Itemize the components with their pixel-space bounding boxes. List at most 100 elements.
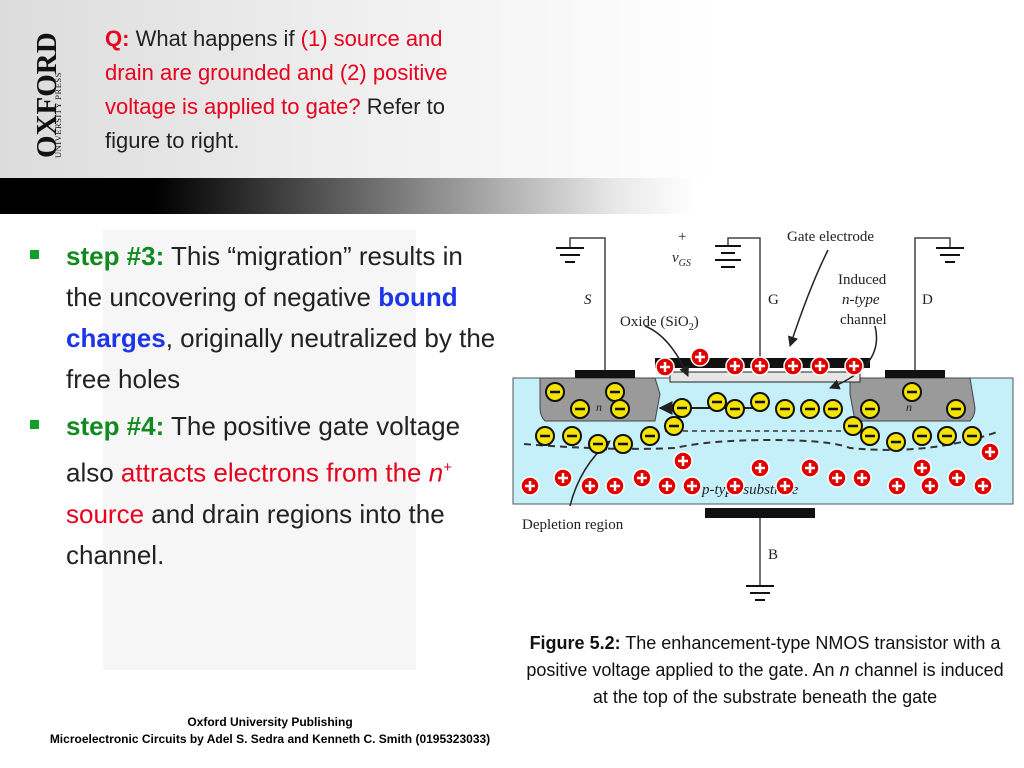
question-lead: What happens if: [129, 26, 301, 51]
positive-charge-icon: [887, 476, 907, 496]
negative-charge-icon: [912, 426, 932, 446]
negative-charge-icon: [750, 392, 770, 412]
question-tail: Refer to figure to right.: [105, 94, 446, 153]
n-type-label: n-type: [842, 292, 880, 308]
positive-charge-icon: [553, 468, 573, 488]
bullet-marker: [30, 250, 39, 259]
positive-charge-icon: [655, 357, 675, 377]
positive-charge-icon: [750, 356, 770, 376]
drain-ground-icon: [936, 247, 964, 263]
header-band-step: [0, 206, 155, 214]
logo-brand: OXFORD: [31, 32, 63, 158]
bullet-red-italic: n: [428, 457, 444, 488]
source-ground-icon: [556, 247, 584, 263]
positive-charge-icon: [520, 476, 540, 496]
positive-charge-icon: [947, 468, 967, 488]
negative-charge-icon: [860, 399, 880, 419]
bullet-highlight: bound charges: [66, 282, 458, 353]
negative-charge-icon: [725, 399, 745, 419]
oxide-label: Oxide (SiO2): [620, 314, 699, 333]
header-band: [0, 178, 1024, 214]
source-n-label: n: [596, 400, 602, 414]
positive-charge-icon: [580, 476, 600, 496]
gate-electrode-label: Gate electrode: [787, 229, 874, 245]
positive-charge-icon: [632, 468, 652, 488]
bullet-text: , originally neutralized by the free hol…: [66, 323, 496, 394]
plus-label: +: [678, 229, 686, 245]
negative-charge-icon: [613, 434, 633, 454]
figure-caption: Figure 5.2: The enhancement-type NMOS tr…: [520, 630, 1010, 711]
question-red: (1) source and drain are grounded and (2…: [105, 26, 448, 119]
bullet-step-3: step #3: This “migration” results in the…: [30, 236, 500, 400]
body-ground-icon: [746, 585, 774, 601]
background-watermark-image: [103, 230, 416, 670]
gate-electrode-arrow: [788, 249, 829, 347]
negative-charge-icon: [962, 426, 982, 446]
negative-charge-icon: [664, 416, 684, 436]
negative-charge-icon: [886, 432, 906, 452]
positive-charge-icon: [725, 476, 745, 496]
bullet-red: source: [66, 498, 145, 529]
source-wire: [569, 237, 606, 370]
negative-charge-icon: [562, 426, 582, 446]
negative-charge-icon: [672, 398, 692, 418]
induced-label: Induced: [838, 272, 887, 288]
negative-charge-icon: [823, 399, 843, 419]
positive-charge-icon: [980, 442, 1000, 462]
bullet-step-4: step #4: The positive gate voltage also …: [30, 406, 500, 576]
caption-label: Figure 5.2:: [529, 633, 621, 653]
negative-charge-icon: [570, 399, 590, 419]
drain-n-label: n: [906, 400, 912, 414]
negative-charge-icon: [545, 382, 565, 402]
bullet-text: and drain regions into the channel.: [66, 498, 445, 570]
positive-charge-icon: [605, 476, 625, 496]
gate-label: G: [768, 292, 779, 308]
header-background: [0, 0, 1024, 178]
negative-charge-icon: [937, 426, 957, 446]
body-contact: [705, 508, 815, 518]
bullet-list: step #3: This “migration” results in the…: [30, 236, 500, 582]
positive-charge-icon: [912, 458, 932, 478]
body-label: B: [768, 547, 778, 563]
positive-charge-icon: [750, 458, 770, 478]
channel-label: channel: [840, 312, 887, 328]
charge-markers: [520, 347, 1000, 496]
negative-charge-icon: [707, 392, 727, 412]
positive-charge-icon: [800, 458, 820, 478]
negative-charge-icon: [610, 399, 630, 419]
logo-subtitle: UNIVERSITY PRESS: [53, 72, 63, 158]
induced-channel-arrow: [829, 325, 878, 390]
question-prefix: Q:: [105, 26, 130, 51]
caption-italic: n: [839, 660, 850, 680]
negative-charge-icon: [775, 399, 795, 419]
drain-wire: [914, 237, 951, 370]
gate-battery-icon: [715, 245, 741, 268]
source-label: S: [584, 292, 592, 308]
negative-charge-icon: [843, 416, 863, 436]
drain-contact: [885, 370, 945, 378]
positive-charge-icon: [783, 356, 803, 376]
depletion-label: Depletion region: [522, 517, 624, 533]
bullet-red-sup: +: [443, 459, 452, 476]
positive-charge-icon: [844, 356, 864, 376]
caption-text: channel is induced at the top of the sub…: [592, 660, 1004, 707]
drain-label: D: [922, 292, 933, 308]
negative-charge-icon: [860, 426, 880, 446]
positive-charge-icon: [827, 468, 847, 488]
negative-charge-icon: [605, 382, 625, 402]
question-text: Q: What happens if (1) source and drain …: [105, 22, 485, 158]
caption-text: The enhancement-type NMOS transistor wit…: [526, 633, 1001, 680]
bullet-marker: [30, 420, 39, 429]
bullet-text: The positive gate voltage also: [66, 411, 461, 488]
negative-charge-icon: [535, 426, 555, 446]
source-contact: [575, 370, 635, 378]
bullet-label: step #3:: [66, 241, 165, 271]
positive-charge-icon: [775, 476, 795, 496]
footer-line-1: Oxford University Publishing: [187, 715, 353, 729]
positive-charge-icon: [690, 347, 710, 367]
negative-charge-icon: [588, 434, 608, 454]
positive-charge-icon: [725, 356, 745, 376]
vgs-label: vGS: [672, 250, 691, 269]
bullet-label: step #4:: [66, 411, 165, 441]
positive-charge-icon: [852, 468, 872, 488]
